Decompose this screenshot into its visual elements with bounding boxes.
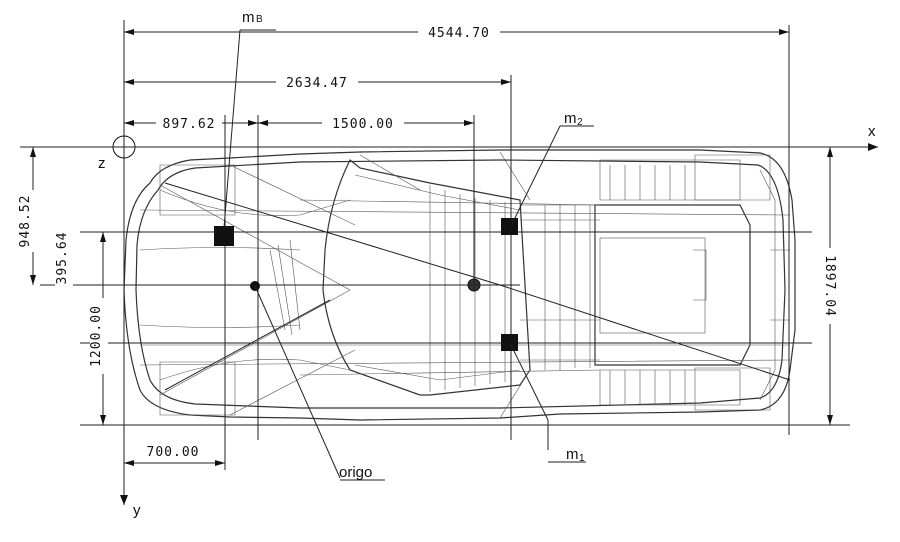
- labels: x y z origo m B m 2 m 1: [98, 9, 876, 519]
- z-axis-label: z: [98, 155, 106, 172]
- x-axis-arrow-icon: [868, 143, 878, 151]
- dim-track: 1200.00: [89, 305, 104, 367]
- mass-2-subscript: 2: [577, 117, 583, 128]
- y-axis-label: y: [133, 502, 141, 519]
- mass-b-label: m: [242, 9, 255, 26]
- dim-overall-length: 4544.70: [428, 26, 490, 41]
- car-wireframe: [123, 149, 796, 421]
- dim-overall-width: 1897.04: [822, 255, 837, 317]
- mass-markers: [214, 218, 518, 351]
- leader-lines: [223, 29, 594, 481]
- mass-1-marker: [501, 334, 518, 351]
- origin-label: origo: [339, 464, 372, 481]
- dim-origin-x: 700.00: [147, 445, 200, 460]
- mass-b-marker: [214, 226, 234, 246]
- dimension-lines: 4544.70 2634.47 897.62 1500.00 700.00 94…: [18, 24, 840, 466]
- mass-2-marker: [501, 218, 518, 235]
- y-axis-arrow-icon: [120, 495, 128, 505]
- mass-1-subscript: 1: [579, 453, 585, 464]
- reference-lines: [20, 20, 878, 505]
- dim-half-width: 948.52: [18, 195, 33, 248]
- dim-mid-length: 2634.47: [286, 76, 348, 91]
- mass-1-label: m: [566, 446, 579, 463]
- dim-front-offset: 897.62: [163, 117, 216, 132]
- mass-b-subscript: B: [256, 14, 263, 25]
- mass-2-label: m: [564, 110, 577, 127]
- dim-cg-offset: 395.64: [55, 232, 70, 285]
- x-axis-label: x: [868, 123, 876, 140]
- dim-wheelbase-segment: 1500.00: [332, 117, 394, 132]
